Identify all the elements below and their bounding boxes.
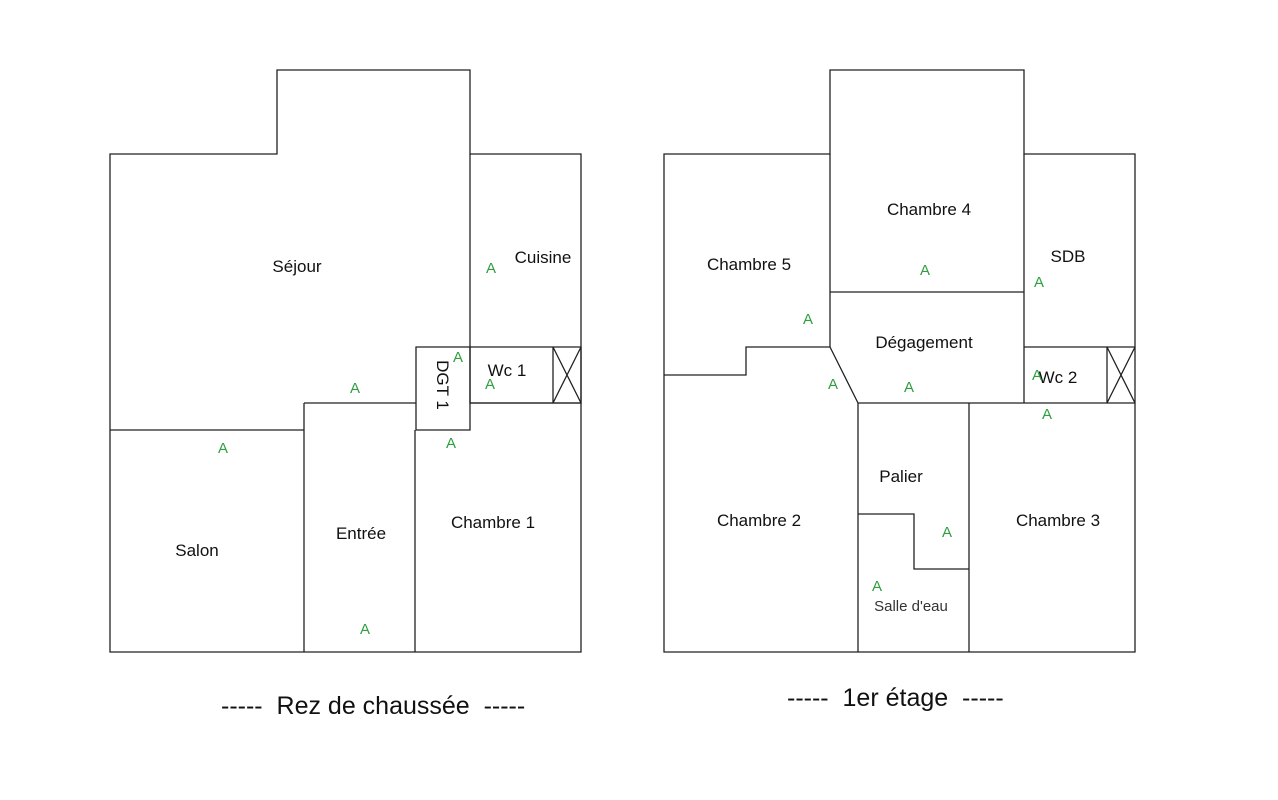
marker-a: A: [1032, 367, 1042, 384]
marker-a: A: [453, 349, 463, 366]
marker-a: A: [350, 380, 360, 397]
marker-a: A: [446, 435, 456, 452]
upper-floor-plan: Chambre 4 Chambre 5 SDB Dégagement Wc 2 …: [663, 69, 1136, 653]
marker-a: A: [360, 621, 370, 638]
room-label-wc1: Wc 1: [488, 361, 527, 380]
marker-a: A: [942, 524, 952, 541]
room-label-chambre3: Chambre 3: [1016, 511, 1100, 530]
room-label-sdb: SDB: [1051, 247, 1086, 266]
wc2-shaft: [1106, 346, 1136, 404]
ground-floor-plan: Séjour Cuisine DGT 1 Wc 1 Salon Entrée C…: [109, 69, 582, 653]
marker-a: A: [485, 376, 495, 393]
dgt1-box: [415, 346, 471, 431]
room-label-salle-deau: Salle d'eau: [874, 598, 948, 615]
room-label-salon: Salon: [175, 541, 218, 560]
wall-salle-deau: [858, 513, 969, 570]
room-label-entree: Entrée: [336, 524, 386, 543]
marker-a: A: [828, 376, 838, 393]
marker-a: A: [803, 311, 813, 328]
ground-floor-markers: A A A A A A A: [218, 260, 496, 638]
ground-floor-caption: ----- Rez de chaussée -----: [221, 692, 526, 720]
room-label-degagement: Dégagement: [875, 333, 973, 352]
marker-a: A: [904, 379, 914, 396]
room-label-chambre5: Chambre 5: [707, 255, 791, 274]
room-label-chambre1: Chambre 1: [451, 513, 535, 532]
room-label-palier: Palier: [879, 467, 923, 486]
marker-a: A: [218, 440, 228, 457]
room-label-sejour: Séjour: [272, 257, 321, 276]
wall-chambre5-bottom: [664, 346, 859, 404]
marker-a: A: [486, 260, 496, 277]
room-label-chambre2: Chambre 2: [717, 511, 801, 530]
room-label-dgt1: DGT 1: [433, 360, 452, 410]
marker-a: A: [920, 262, 930, 279]
upper-floor-outline: [663, 69, 1136, 653]
room-label-wc2: Wc 2: [1039, 368, 1078, 387]
marker-a: A: [872, 578, 882, 595]
marker-a: A: [1034, 274, 1044, 291]
upper-floor-caption: ----- 1er étage -----: [787, 684, 1004, 712]
room-label-chambre4: Chambre 4: [887, 200, 971, 219]
marker-a: A: [1042, 406, 1052, 423]
wc1-shaft: [552, 346, 582, 404]
upper-floor-markers: A A A A A A A A A: [803, 262, 1052, 595]
room-label-cuisine: Cuisine: [515, 248, 572, 267]
